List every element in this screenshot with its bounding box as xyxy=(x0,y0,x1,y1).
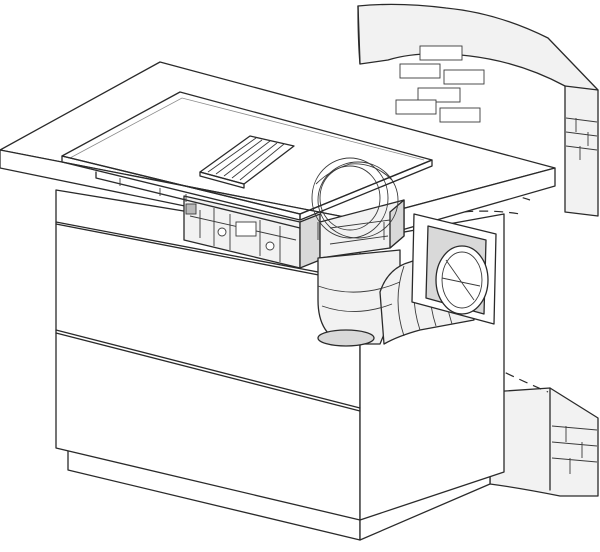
drawer-gap-top xyxy=(55,221,361,281)
hob-underside-frame xyxy=(95,171,301,229)
wall-section-lower xyxy=(489,387,599,497)
wall-bricks-upper xyxy=(395,45,485,123)
duct-collar-ghost xyxy=(311,157,399,240)
plenum-box xyxy=(319,199,405,259)
wall-section-upper xyxy=(357,3,599,217)
extractor-motor-housing xyxy=(183,195,321,269)
wall-bricks-side-upper xyxy=(565,117,598,160)
drawer-gap-middle xyxy=(55,329,361,409)
downdraft-vent-grille xyxy=(199,135,295,189)
wall-outlet-flange xyxy=(411,213,497,325)
induction-hob xyxy=(61,91,433,221)
